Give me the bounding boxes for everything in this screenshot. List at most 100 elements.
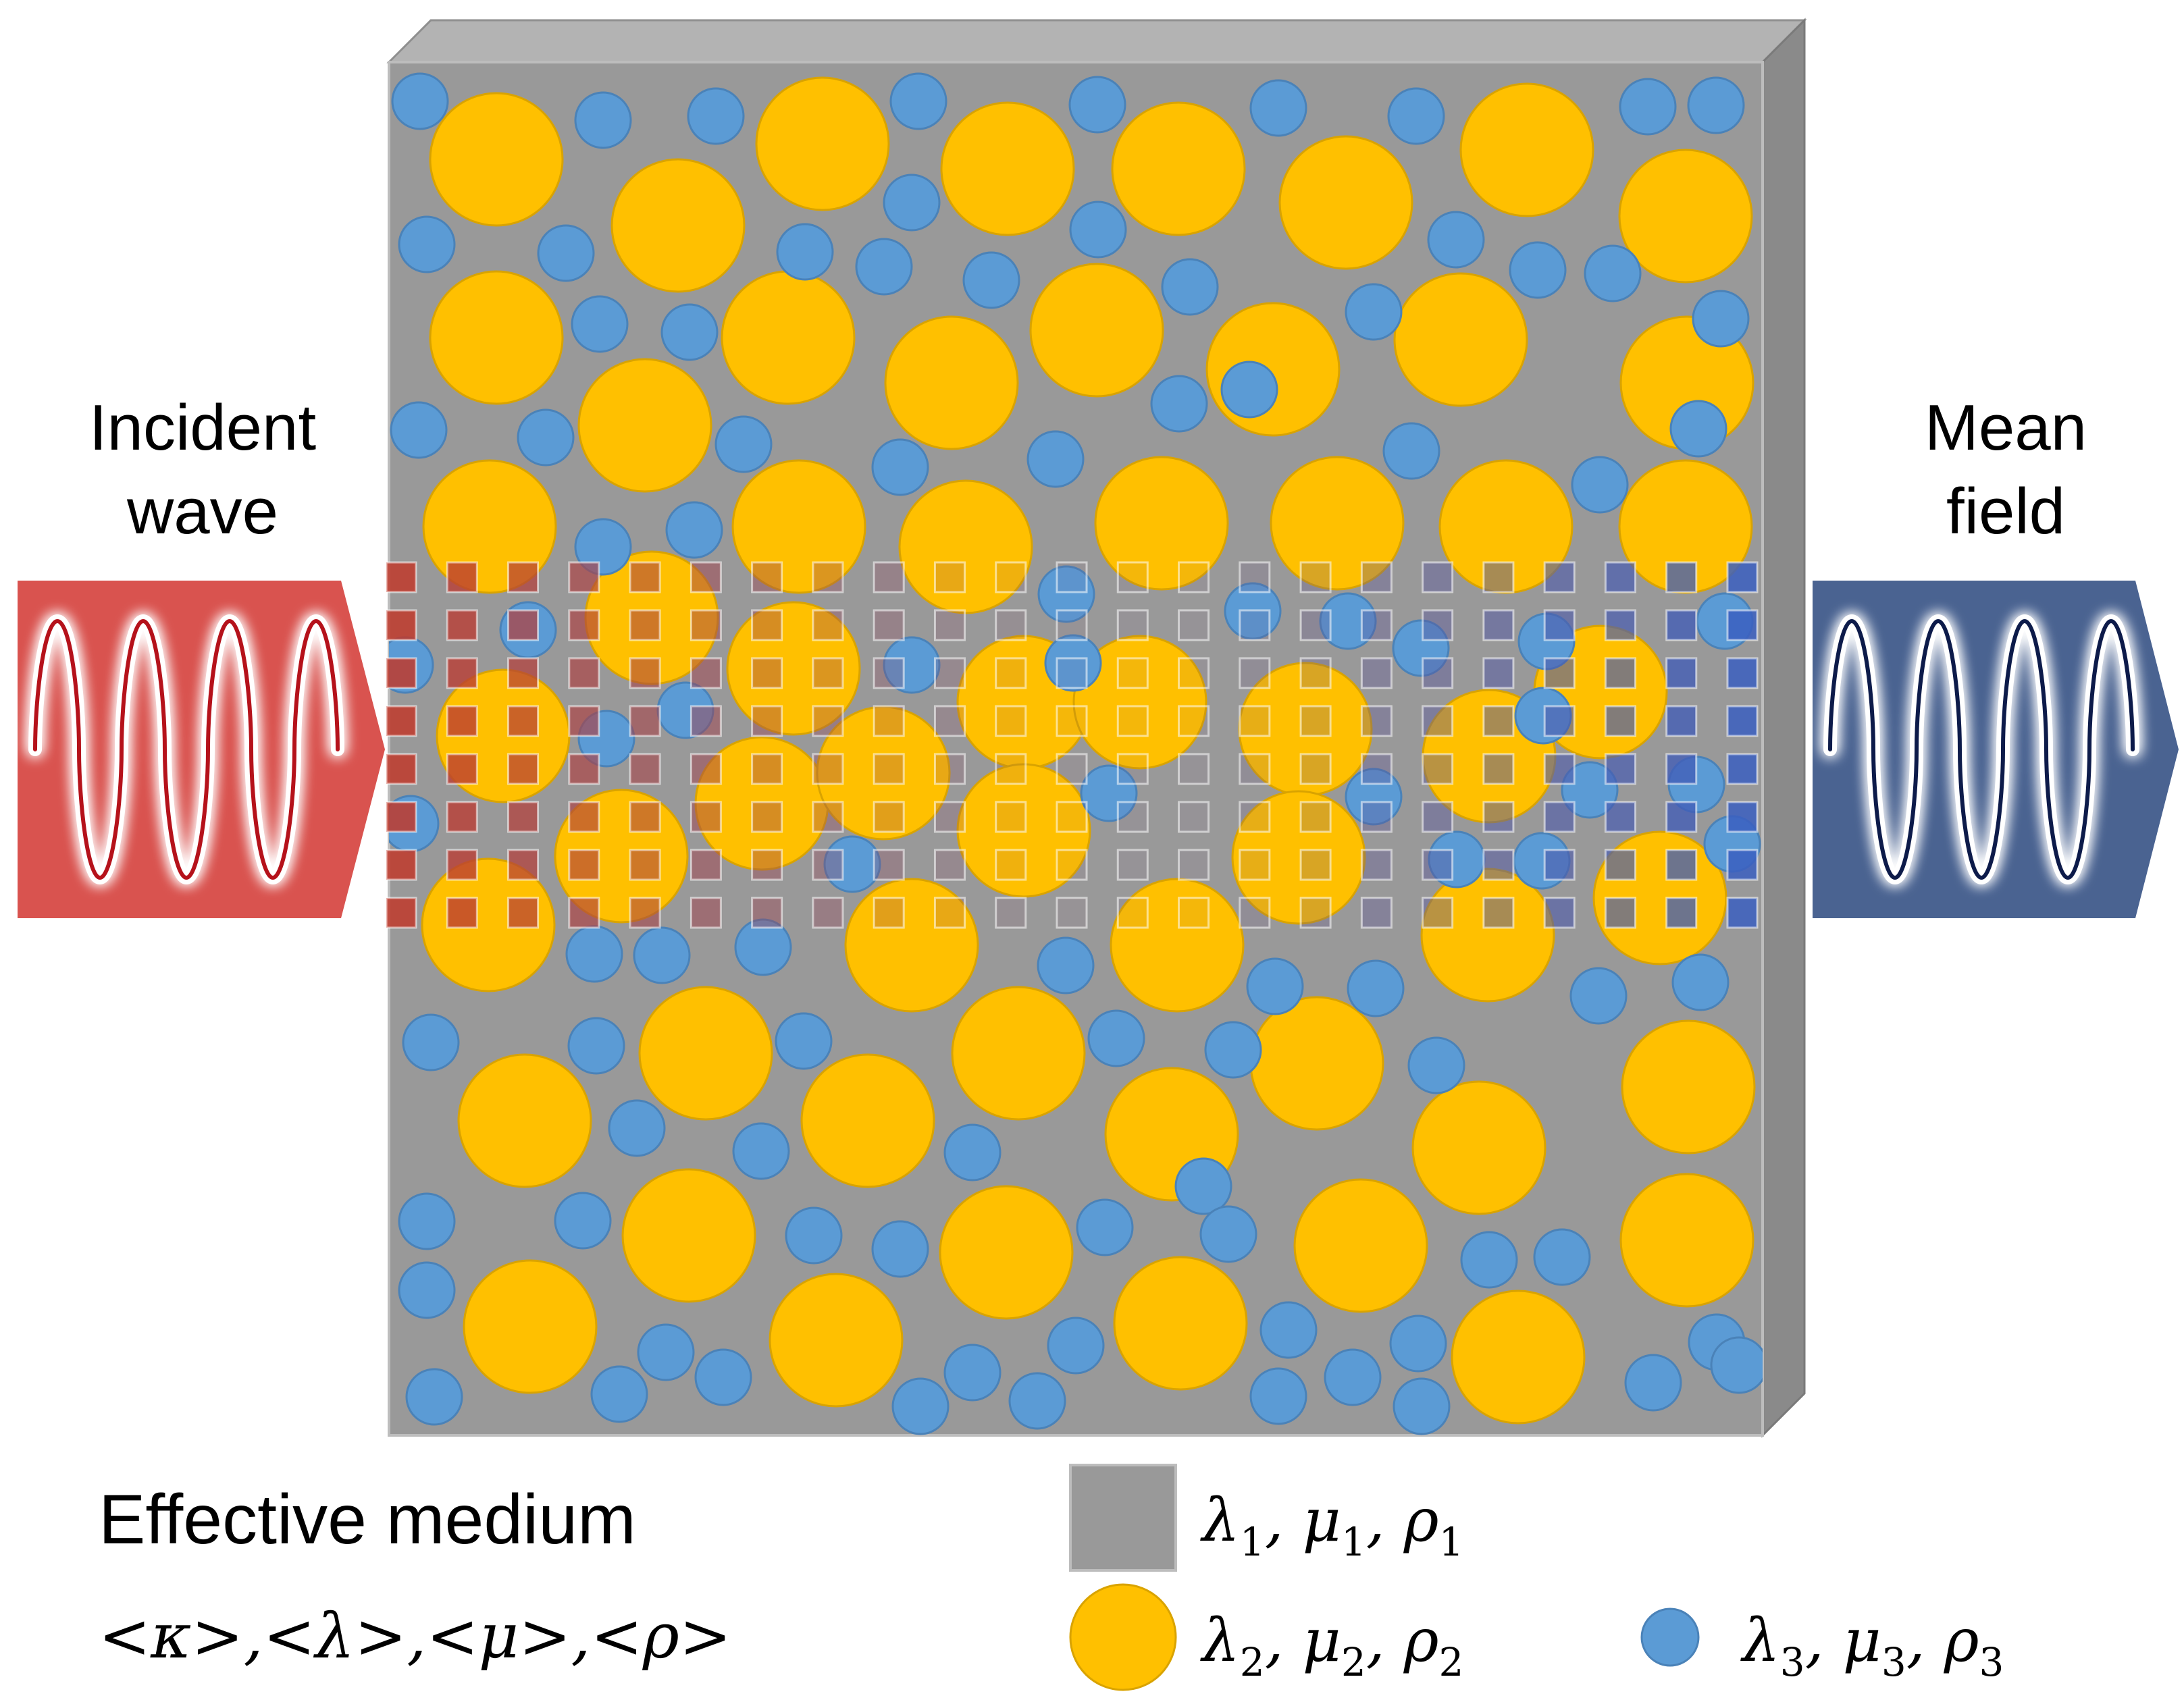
small-inclusion [398,1192,456,1250]
grid-cell [1056,849,1088,881]
large-inclusion [1094,456,1229,591]
grid-cell [1360,657,1393,689]
grid-cell [1422,753,1454,785]
small-inclusion [687,87,745,145]
legend-matrix-label: λ1, μ1, ρ1 [1202,1485,1464,1565]
grid-cell [446,897,478,929]
small-inclusion [574,91,632,149]
legend-large-i1: 2 [1341,1639,1366,1685]
grid-cell [1239,849,1271,881]
grid-cell [446,753,478,785]
grid-cell [1665,657,1698,689]
large-inclusion [1293,1178,1428,1313]
legend-small-p1: μ [1842,1605,1881,1675]
legend-small-i1: 3 [1881,1639,1906,1685]
legend-matrix-i2: 1 [1438,1519,1464,1565]
large-inclusion [1393,272,1528,407]
small-inclusion [590,1365,648,1423]
grid-cell [568,609,600,641]
small-inclusion [1037,936,1095,994]
grid-cell [933,801,966,833]
legend-matrix-swatch [1069,1464,1177,1572]
legend-large-p2: ρ [1403,1605,1439,1675]
small-inclusion [1710,1336,1763,1394]
small-inclusion [962,251,1020,309]
grid-cell [1299,897,1332,929]
small-inclusion [1324,1348,1382,1406]
small-inclusion [660,303,719,361]
grid-cell [1543,753,1576,785]
grid-cell [1056,609,1088,641]
grid-cell [1056,561,1088,593]
grid-cell [1665,801,1698,833]
grid-cell [995,657,1027,689]
grid-cell [507,561,540,593]
grid-cell [1543,801,1576,833]
large-inclusion [577,358,712,493]
grid-cell [1482,561,1515,593]
large-inclusion [939,1185,1074,1320]
grid-cell [1360,753,1393,785]
grid-cell [1482,657,1515,689]
grid-cell [568,801,600,833]
small-inclusion [398,1261,456,1319]
grid-cell [1239,561,1271,593]
small-inclusion [1246,957,1304,1015]
small-inclusion [1669,400,1727,458]
small-inclusion [637,1323,695,1381]
grid-cell [873,897,905,929]
grid-cell [933,657,966,689]
grid-cell [995,753,1027,785]
large-inclusion [884,315,1019,450]
grid-cell [933,753,966,785]
mean-field-arrow [1813,581,2179,918]
grid-cell [812,657,844,689]
small-inclusion [1619,78,1677,136]
grid-cell [1665,705,1698,737]
grid-cell [995,561,1027,593]
grid-cell [1422,849,1454,881]
small-inclusion [694,1348,752,1406]
legend-large-i2: 2 [1438,1639,1464,1685]
grid-cell [629,657,661,689]
large-inclusion [429,92,564,227]
small-inclusion [855,238,913,296]
grid-cell [1604,609,1636,641]
grid-cell [1543,561,1576,593]
large-inclusion [1029,263,1164,398]
grid-cell [507,801,540,833]
small-inclusion [1389,1314,1447,1373]
mean-field-label-line2: field [1946,475,2066,548]
grid-cell [873,609,905,641]
grid-cell [629,801,661,833]
grid-cell [751,609,783,641]
large-inclusion [610,158,746,293]
grid-cell [446,609,478,641]
small-inclusion [1509,241,1567,299]
small-inclusion [608,1099,666,1157]
grid-cell [873,561,905,593]
grid-cell [1360,561,1393,593]
small-inclusion [785,1206,843,1265]
grid-cell [1360,801,1393,833]
legend-small-i2: 3 [1979,1639,2004,1685]
grid-cell [1726,657,1759,689]
grid-cell [1239,609,1271,641]
grid-cell [385,897,417,929]
large-inclusion [1110,878,1245,1013]
small-inclusion [665,501,723,559]
small-inclusion [734,918,792,976]
grid-cell [385,705,417,737]
grid-cell [1482,897,1515,929]
grid-cell [1299,705,1332,737]
small-inclusion [871,438,929,496]
legend-matrix-p2: ρ [1403,1485,1439,1555]
grid-cell [1178,609,1210,641]
grid-cell [933,705,966,737]
grid-cell [812,801,844,833]
grid-cell [812,609,844,641]
grid-cell [933,561,966,593]
grid-cell [1604,561,1636,593]
large-inclusion [844,878,979,1013]
small-inclusion [1392,619,1450,677]
